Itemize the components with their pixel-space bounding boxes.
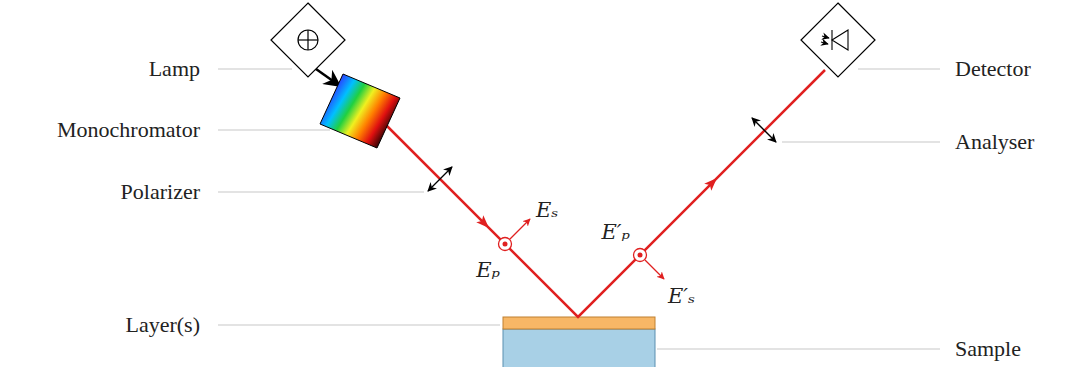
field-s-arrow [645,260,664,279]
beam-arrowhead [704,175,720,191]
lamp-symbol [298,30,318,50]
part-label: Analyser [955,131,1034,153]
part-label: Sample [955,338,1021,360]
leader-line [858,68,940,69]
leader-line [218,324,500,325]
part-label: Polarizer [121,181,200,203]
part-label: Lamp [149,58,200,80]
field-p-out-of-plane [634,249,647,262]
field-label: Eₛ [536,200,558,221]
beam-arrowhead [476,215,492,231]
lamp-symbol [307,30,308,50]
leader-line [218,129,330,130]
lamp-box [271,3,345,77]
part-label: Layer(s) [125,314,200,336]
light-beam [384,70,825,317]
leader-lines [218,69,940,349]
photodiode-symbol [821,30,848,50]
detector-box [801,3,875,77]
field-p-dot [638,253,643,258]
leader-line [657,348,940,349]
part-label: Monochromator [57,119,200,141]
field-s-arrow [510,219,530,239]
lamp-output [316,69,340,86]
field-p-dot [503,242,508,247]
field-label: E′ₚ [602,222,631,243]
leader-line [218,191,424,192]
sample-substrate [503,329,655,367]
leader-line [782,141,940,142]
monochromator-prism [320,74,400,148]
leader-line [218,68,292,69]
analyser-axis [752,118,776,142]
part-label: Detector [955,58,1031,80]
polarizer-axis [428,167,452,191]
field-label: E′ₛ [668,286,695,307]
thin-layer [503,317,655,329]
field-p-out-of-plane [499,238,512,251]
field-label: Eₚ [476,260,500,281]
